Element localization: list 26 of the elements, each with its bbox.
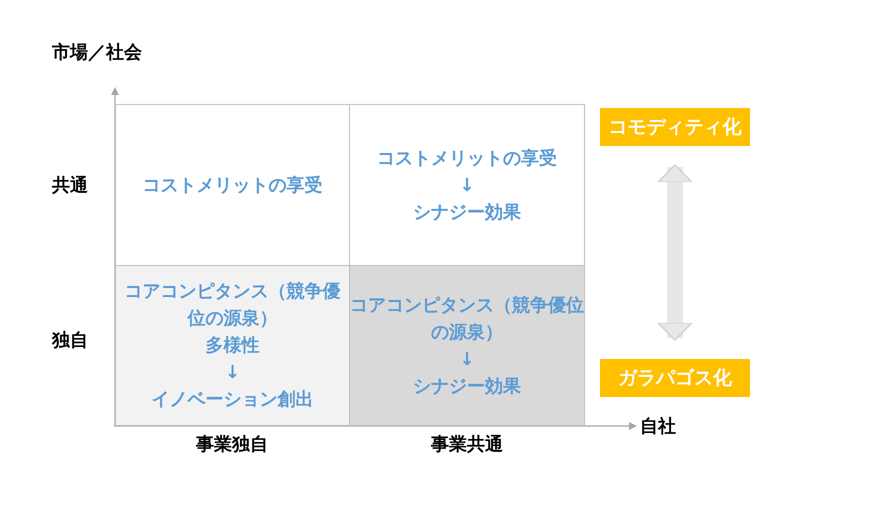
cell-text: 多様性 bbox=[206, 334, 260, 358]
row-label: 共通 bbox=[52, 174, 88, 197]
cell-text: コアコンピタンス（競争優位の源泉） bbox=[124, 280, 342, 331]
quadrant-cell bbox=[349, 104, 585, 266]
cell-text: コストメリットの享受 bbox=[377, 146, 557, 170]
label-box bbox=[600, 359, 750, 397]
cell-text: イノベーション創出 bbox=[152, 388, 314, 412]
axis-label: 市場／社会 bbox=[52, 41, 142, 64]
axis-label: 自社 bbox=[640, 415, 676, 438]
column-label: 事業共通 bbox=[431, 433, 503, 456]
row-label: 独自 bbox=[52, 329, 88, 352]
column-label: 事業独自 bbox=[196, 433, 268, 456]
cell-text: コアコンピタンス（競争優位の源泉） bbox=[350, 294, 584, 344]
quadrant-cell bbox=[115, 104, 350, 266]
cell-text: ↓ bbox=[224, 361, 240, 385]
quadrant-cell bbox=[115, 265, 350, 426]
cell-text: コストメリットの享受 bbox=[142, 174, 322, 198]
tag-text: コモディティ化 bbox=[608, 115, 742, 140]
cell-text: ↓ bbox=[459, 174, 475, 198]
label-box bbox=[600, 108, 750, 146]
cell-text: シナジー効果 bbox=[413, 200, 521, 224]
tag-text: ガラパゴス化 bbox=[618, 366, 732, 391]
cell-text: ↓ bbox=[459, 348, 475, 372]
quadrant-cell bbox=[349, 265, 585, 426]
cell-text: シナジー効果 bbox=[413, 374, 521, 398]
double-arrow bbox=[658, 164, 692, 340]
